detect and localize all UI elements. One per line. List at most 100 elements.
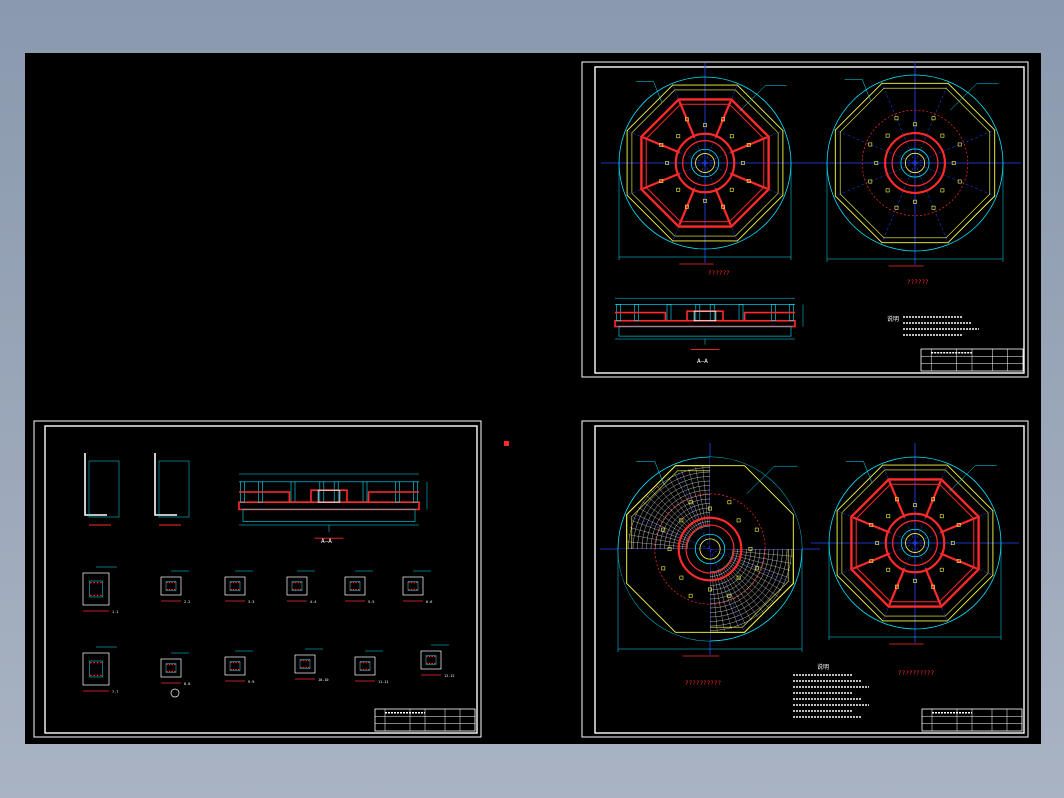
hatch-ray xyxy=(732,550,793,557)
column-mark xyxy=(939,514,944,519)
rebar-dot xyxy=(230,581,232,584)
column-mark xyxy=(951,161,956,165)
detail-label: 2-2 xyxy=(184,600,190,604)
leader xyxy=(950,83,999,111)
notes-title: 说明 xyxy=(887,315,899,323)
rebar-dot xyxy=(171,588,173,591)
column-mark xyxy=(913,578,917,583)
radial-beam xyxy=(888,480,906,518)
hatch-ray xyxy=(662,481,697,531)
leader xyxy=(636,81,663,103)
rebar-dot xyxy=(362,661,365,664)
hatch-ray xyxy=(656,485,696,532)
rebar-dot xyxy=(171,663,173,666)
rebar-dot xyxy=(408,588,410,591)
rebar-dot xyxy=(230,588,232,591)
rebar-dot xyxy=(408,581,410,584)
radial-beam xyxy=(924,480,942,518)
radial-beam xyxy=(852,516,890,534)
rebar-dot xyxy=(410,581,413,584)
rebar-dot xyxy=(96,581,99,584)
rebar-dot xyxy=(166,581,168,584)
sheet-bottom-right xyxy=(581,420,1029,738)
hatch-ray xyxy=(638,507,691,538)
rebar-dot xyxy=(90,674,92,677)
column-mark xyxy=(661,527,666,532)
detail-inner xyxy=(349,581,361,591)
rebar-dot xyxy=(300,588,302,591)
rebar-dot xyxy=(230,661,232,664)
rebar-dot xyxy=(168,663,171,666)
hatch-ray xyxy=(729,560,782,591)
column-mark xyxy=(679,518,684,523)
rebar-dot xyxy=(174,581,176,584)
detail-inner xyxy=(229,661,241,671)
hatch-ray xyxy=(728,562,778,597)
center-ring-inner xyxy=(682,140,728,186)
column-mark xyxy=(754,527,759,532)
detail-inner xyxy=(299,659,311,669)
hatch-ray xyxy=(732,552,792,564)
rebar-dot xyxy=(235,661,237,664)
radial-axis xyxy=(624,513,711,550)
column-mark xyxy=(957,142,962,147)
radial-axis xyxy=(914,129,997,164)
column-mark xyxy=(679,575,684,580)
rebar-dot xyxy=(174,588,176,591)
column-mark xyxy=(703,123,707,128)
wall-detail xyxy=(84,453,107,516)
rebar-dot xyxy=(428,655,431,658)
detail-inner xyxy=(89,580,103,598)
br-plan-right-title: ?????????? xyxy=(898,670,935,677)
rebar-dot xyxy=(168,588,171,591)
center-ring-outer xyxy=(674,132,736,194)
rebar-dot xyxy=(96,674,99,677)
rebar-dot xyxy=(166,588,168,591)
radial-axis xyxy=(833,162,916,197)
reinforcement-plan-left xyxy=(600,443,820,657)
column-mark xyxy=(931,497,936,502)
base-slab xyxy=(614,319,796,328)
octagon-outline xyxy=(836,464,994,622)
detail-outline xyxy=(420,650,442,670)
detail-label: 9-9 xyxy=(248,680,254,684)
rebar-dot xyxy=(235,581,237,584)
rebar-dot xyxy=(292,588,294,591)
hatch-ray xyxy=(642,501,692,536)
rebar-dot xyxy=(413,588,416,591)
radial-axis xyxy=(833,129,916,164)
column xyxy=(738,304,744,322)
rebar-dot xyxy=(168,581,171,584)
leader xyxy=(844,79,872,102)
rebar-dot xyxy=(232,588,235,591)
rebar-dot xyxy=(416,588,418,591)
radial-beam xyxy=(714,188,732,226)
column xyxy=(695,304,701,322)
column-mark xyxy=(913,503,917,508)
column-mark xyxy=(894,497,899,502)
column-mark xyxy=(688,500,693,505)
column xyxy=(709,304,715,322)
column-mark xyxy=(688,593,693,598)
column-mark xyxy=(940,188,945,193)
rebar-dot xyxy=(166,663,168,666)
rebar-dot xyxy=(416,581,418,584)
column-mark xyxy=(894,116,899,121)
hatch-ray xyxy=(668,477,699,530)
detail-inner xyxy=(165,581,177,591)
marker-square xyxy=(504,441,509,446)
radial-beam xyxy=(852,552,890,570)
rebar-dot xyxy=(428,662,431,665)
radial-beam xyxy=(730,136,768,154)
column-mark xyxy=(729,187,734,192)
rebar-dot xyxy=(426,662,428,665)
rebar-dot xyxy=(300,666,302,669)
ring-beam-outer xyxy=(850,478,980,608)
detail-label: 7-7 xyxy=(112,690,118,694)
rebar-dot xyxy=(168,670,171,673)
rebar-dot xyxy=(365,661,368,664)
column-mark xyxy=(729,134,734,139)
